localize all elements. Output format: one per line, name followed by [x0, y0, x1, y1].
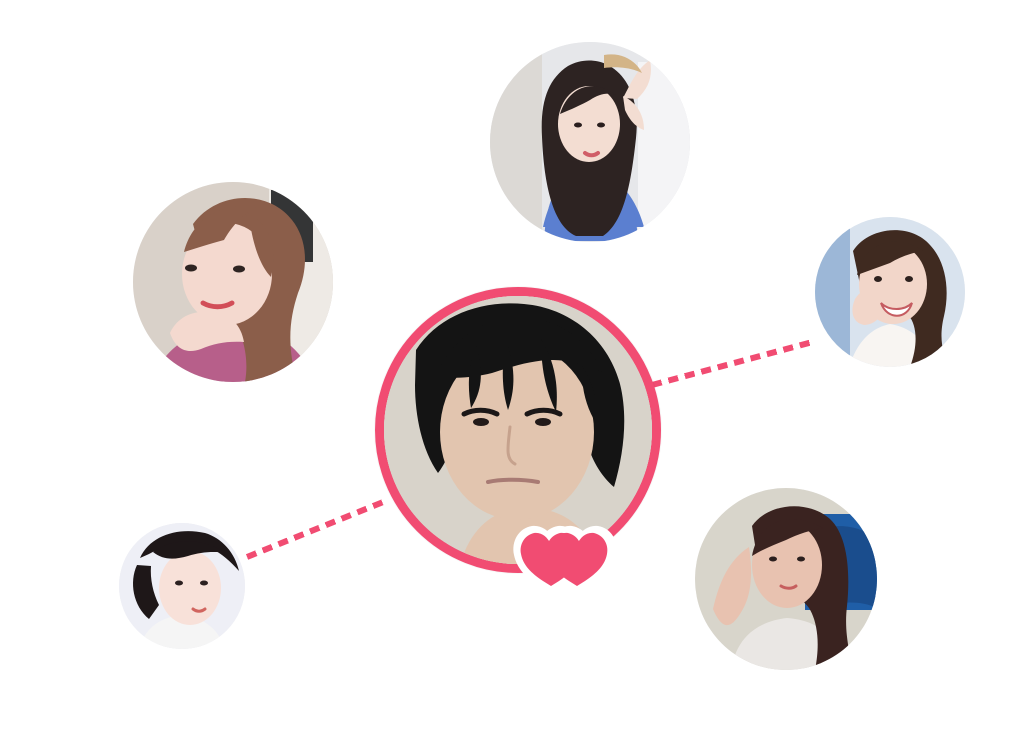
person-photo-icon [119, 523, 245, 649]
center-profile-photo[interactable] [375, 287, 661, 573]
top-profile-photo[interactable] [490, 42, 690, 242]
person-photo-icon [695, 488, 877, 670]
double-heart-icon [511, 502, 619, 595]
connector-bottom-left [245, 498, 387, 560]
person-photo-icon [490, 42, 690, 242]
left-profile-photo[interactable] [133, 182, 333, 382]
bottom-right-profile-photo[interactable] [695, 488, 877, 670]
connector-right [651, 339, 812, 388]
person-photo-icon [384, 296, 652, 564]
right-profile-photo[interactable] [815, 217, 965, 367]
person-photo-icon [815, 217, 965, 367]
bottom-left-profile-photo[interactable] [119, 523, 245, 649]
person-photo-icon [133, 182, 333, 382]
